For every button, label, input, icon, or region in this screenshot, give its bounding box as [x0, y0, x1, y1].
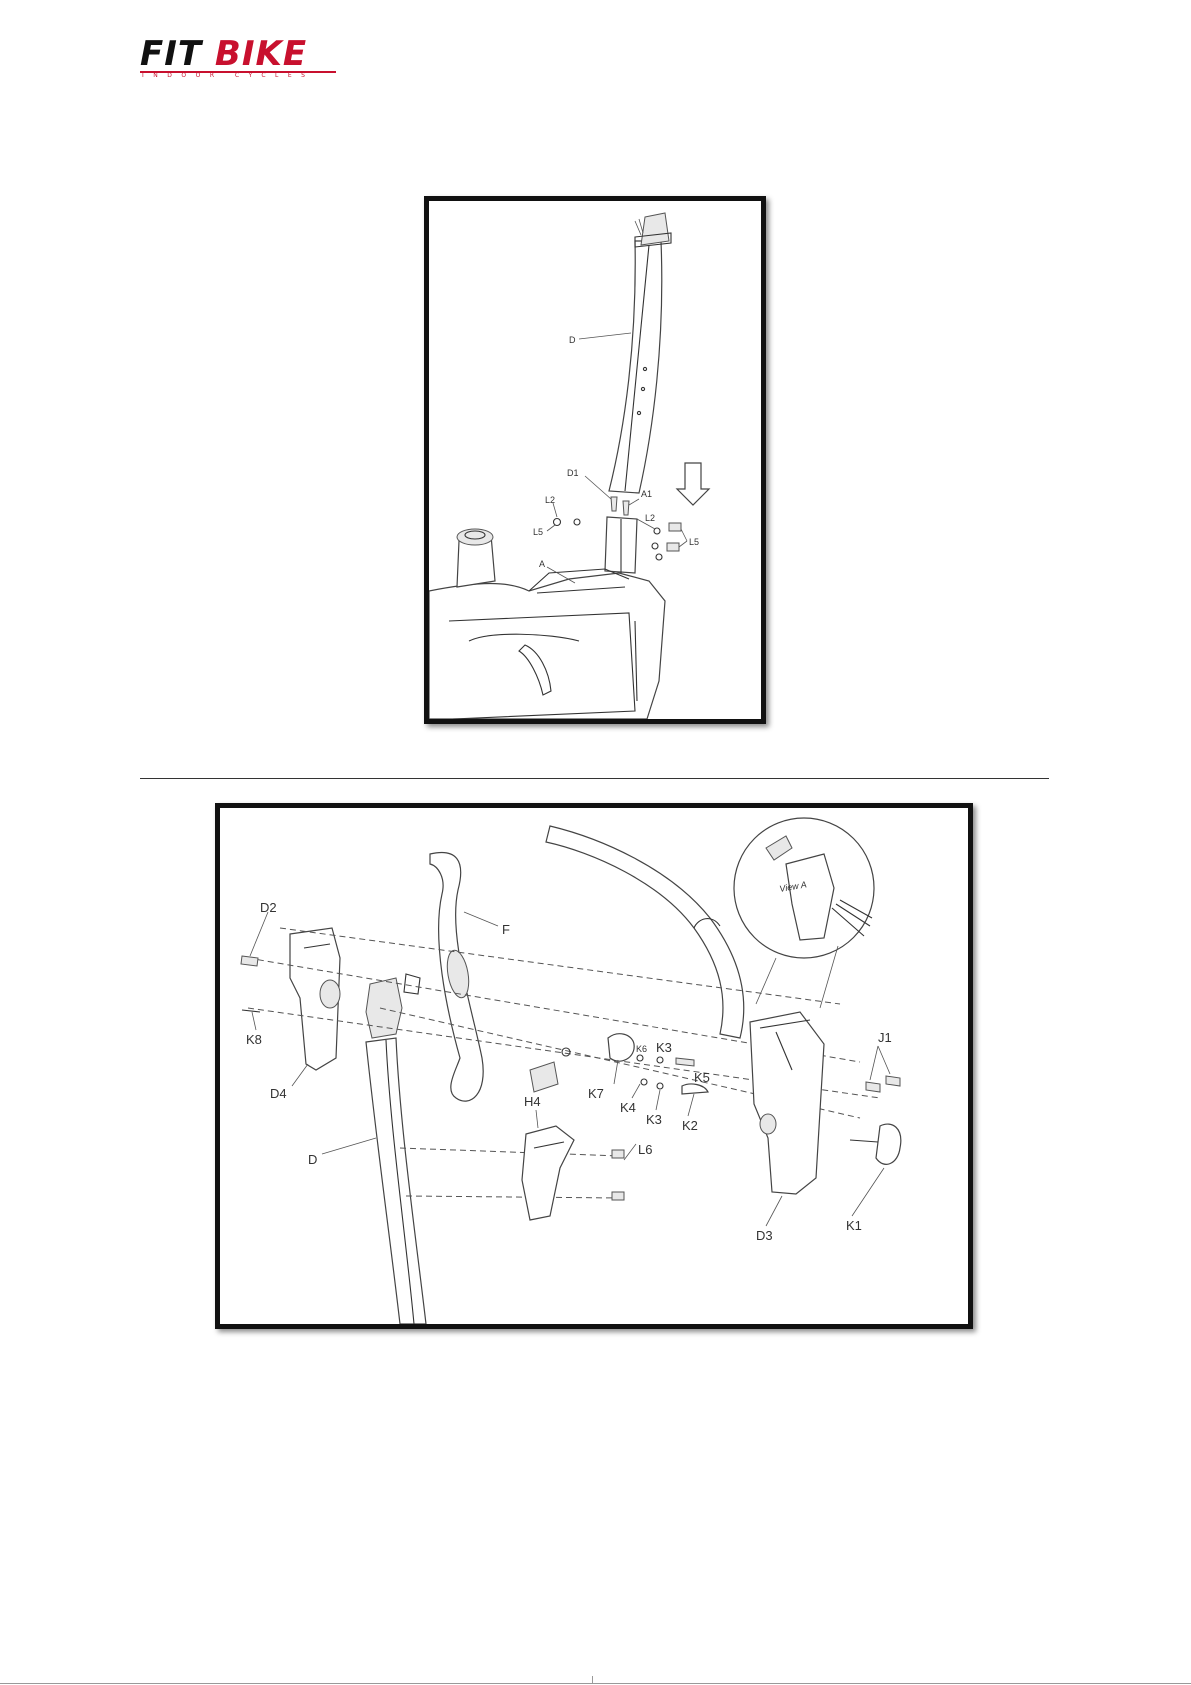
- label-K2: K2: [682, 1118, 698, 1133]
- label-D: D: [308, 1152, 317, 1167]
- label-A1: A1: [641, 489, 652, 499]
- label-A: A: [539, 559, 545, 569]
- label-K3-top: K3: [656, 1040, 672, 1055]
- label-K5: K5: [694, 1070, 710, 1085]
- label-K3-bottom: K3: [646, 1112, 662, 1127]
- label-L6: L6: [638, 1142, 652, 1157]
- label-L2-right: L2: [645, 513, 655, 523]
- main-frame: [429, 573, 665, 719]
- label-F: F: [502, 922, 510, 937]
- label-D2: D2: [260, 900, 277, 915]
- handlebar-tube: [546, 826, 744, 1038]
- assembly-figure-2: View A D2 F K8 D4 D K6 K3 K5 J1 K7 K4 K3…: [215, 803, 973, 1329]
- knob-K7: [608, 1034, 634, 1061]
- logo-wordmark: FIT BIKE: [140, 36, 336, 72]
- page-bottom-rule: [0, 1683, 1191, 1684]
- logo-tagline: INDOOR CYCLES: [142, 72, 334, 79]
- down-arrow: [677, 463, 709, 505]
- figure-1-drawing: D D1 A1 L2 L2 L5 L5 A: [429, 201, 761, 719]
- upright-tube-D: [366, 1038, 426, 1324]
- label-K6: K6: [636, 1044, 647, 1054]
- label-K4: K4: [620, 1100, 636, 1115]
- figure-2-drawing: View A D2 F K8 D4 D K6 K3 K5 J1 K7 K4 K3…: [220, 808, 968, 1324]
- knob-K1: [876, 1124, 901, 1164]
- label-D1: D1: [567, 468, 579, 478]
- top-bracket: [641, 213, 669, 245]
- page-bottom-tick: [592, 1676, 593, 1684]
- label-D4: D4: [270, 1086, 287, 1101]
- label-K7: K7: [588, 1086, 604, 1101]
- brand-logo: FIT BIKE INDOOR CYCLES: [140, 36, 336, 80]
- label-J1: J1: [878, 1030, 892, 1045]
- label-D3: D3: [756, 1228, 773, 1243]
- label-K8: K8: [246, 1032, 262, 1047]
- label-L5-left: L5: [533, 527, 543, 537]
- assembly-figure-1: D D1 A1 L2 L2 L5 L5 A: [424, 196, 766, 724]
- label-H4: H4: [524, 1094, 541, 1109]
- logo-text-fit: FIT: [140, 34, 215, 74]
- section-divider: [140, 778, 1049, 779]
- console-housing-D3: [750, 1012, 824, 1194]
- label-D: D: [569, 335, 576, 345]
- label-L5-right: L5: [689, 537, 699, 547]
- bottle-holder-H4: [522, 1126, 574, 1220]
- label-L2-left: L2: [545, 495, 555, 505]
- upright-tube: [609, 241, 662, 493]
- logo-text-bike: BIKE: [215, 34, 307, 74]
- label-K1: K1: [846, 1218, 862, 1233]
